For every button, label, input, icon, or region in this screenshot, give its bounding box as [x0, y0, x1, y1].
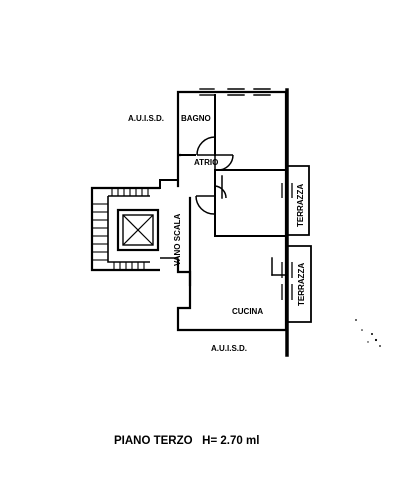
terrace-windows: [281, 183, 293, 300]
label-terrazza-upper: TERRAZZA: [296, 184, 305, 227]
label-terrazza-lower: TERRAZZA: [297, 263, 306, 306]
terraces: [281, 165, 312, 323]
walls: [159, 88, 289, 357]
door-left: [195, 195, 215, 215]
terrazza-upper-outline: [287, 165, 310, 236]
top-windows: [199, 88, 271, 96]
stair-treads-bottom: [113, 262, 145, 270]
label-vano-scala: VANO SCALA: [173, 213, 182, 266]
terrazza-lower-outline: [287, 245, 312, 323]
label-atrio: ATRIO: [194, 158, 218, 167]
scan-specks: [355, 319, 381, 347]
door-bagno: [196, 136, 216, 156]
label-cucina: CUCINA: [232, 307, 263, 316]
staircase: [90, 186, 178, 272]
elevator-outer: [116, 208, 160, 252]
doors: [189, 136, 234, 270]
label-auisd-bottom: A.U.I.S.D.: [211, 344, 247, 353]
elevator-cross-b: [122, 214, 154, 246]
stair-outline: [90, 186, 160, 272]
door-atrio-right: [214, 154, 234, 171]
elevator-inner: [122, 214, 154, 246]
stair-treads-top: [111, 188, 149, 196]
stair-inner: [107, 195, 150, 263]
label-auisd-top: A.U.I.S.D.: [128, 114, 164, 123]
label-bagno: BAGNO: [181, 114, 211, 123]
door-room: [214, 176, 227, 199]
floor-caption: PIANO TERZO H= 2.70 ml: [114, 435, 259, 447]
outer-wall: [176, 90, 288, 332]
stair-treads-left: [92, 203, 108, 261]
